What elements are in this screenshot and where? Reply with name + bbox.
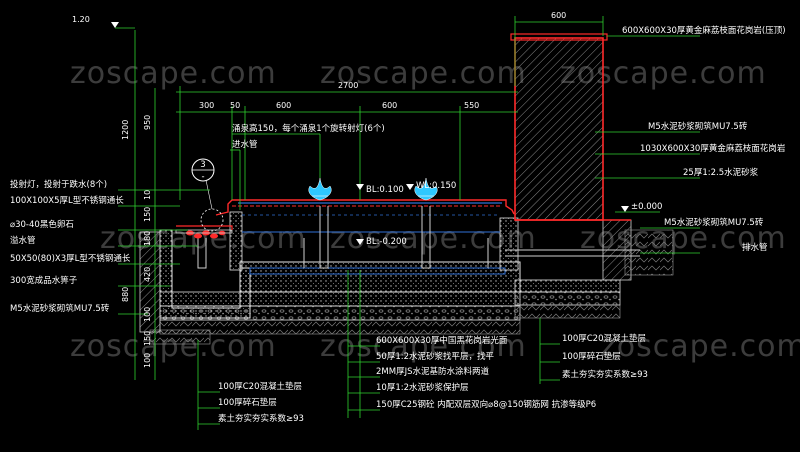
label-bottom: 2MM厚JS水泥基防水涂料两道 [376, 366, 489, 377]
label-fountain: 涌泉高150，每个涌泉1个旋转射灯(6个) [232, 123, 385, 134]
label-left: 溢水管 [10, 235, 36, 246]
vdim: 1200 [121, 120, 130, 140]
top-labels: 涌泉高150，每个涌泉1个旋转射灯(6个) 进水管 [232, 123, 385, 150]
watermark: zoscape.com [320, 329, 527, 364]
vdim: 950 [143, 115, 152, 130]
watermark: zoscape.com [70, 56, 277, 91]
label-left: 投射灯，投射于跌水(8个) [10, 179, 107, 190]
left-labels: 投射灯，投射于跌水(8个) 100X100X5厚L型不锈钢通长 ⌀30-40黑色… [10, 179, 131, 314]
dim-seg-4: 600 [382, 101, 397, 110]
label-bottom-right: 素土夯实夯实系数≥93 [562, 369, 648, 380]
vdim: 180 [143, 231, 152, 246]
dim-total: 2700 [338, 81, 358, 90]
label-left: 50X50(80)X3厚L型不锈钢通长 [10, 253, 131, 264]
label-inlet-pipe: 进水管 [232, 139, 258, 150]
label-left: M5水泥砂浆砌筑MU7.5砖 [10, 303, 110, 314]
section-mark: 3 - [191, 158, 224, 232]
watermark: zoscape.com [320, 56, 527, 91]
dim-top-left: 1.20 [72, 15, 90, 24]
watermark-group: zoscape.com zoscape.com zoscape.com zosc… [70, 56, 800, 364]
label-right: 600X600X30厚黄金麻荔枝面花岗岩(压顶) [622, 25, 786, 36]
basin-liner [215, 199, 515, 233]
watermark: zoscape.com [100, 221, 307, 256]
dim-top-right: 600 [551, 11, 566, 20]
dimension-lines [115, 16, 700, 430]
label-bottom-right: 100厚碎石垫层 [562, 351, 621, 362]
right-labels: 600X600X30厚黄金麻荔枝面花岗岩(压顶) M5水泥砂浆砌筑MU7.5砖 … [622, 25, 786, 253]
fountain-jets [308, 177, 438, 201]
dim-seg-5: 550 [464, 101, 479, 110]
level-ticks [111, 22, 629, 245]
label-right: M5水泥砂浆砌筑MU7.5砖 [664, 217, 764, 228]
vdim: 10 [143, 190, 152, 200]
label-right: 排水管 [742, 242, 768, 253]
vdim: 100 [143, 307, 152, 322]
watermark: zoscape.com [600, 329, 800, 364]
level-labels: BL:0.100 WL:0.150 BL:-0.200 ±0.000 [366, 181, 662, 247]
label-bottom: 50厚1:2水泥砂浆找平层，找平 [376, 351, 494, 362]
dim-seg-2: 50 [230, 101, 240, 110]
fountain-icon-left [308, 177, 332, 201]
bottom-right-labels: 100厚C20混凝土垫层 100厚碎石垫层 素土夯实夯实系数≥93 [562, 333, 648, 380]
label-right: 25厚1:2.5水泥砂浆 [683, 167, 759, 178]
section-mark-number: 3 [200, 160, 205, 170]
bottom-center-labels: 600X600X30厚中国黑花岗岩光面 50厚1:2水泥砂浆找平层，找平 2MM… [376, 335, 596, 410]
vdim: 420 [143, 267, 152, 282]
vdim: 100 [143, 353, 152, 368]
label-bottom: 150厚C25钢砼 内配双层双向⌀8@150钢筋网 抗渗等级P6 [376, 399, 596, 410]
fountain-icon-right [414, 177, 438, 201]
concrete-pool-shell [139, 211, 521, 333]
label-right: M5水泥砂浆砌筑MU7.5砖 [648, 121, 748, 132]
vdim: 880 [121, 287, 130, 302]
vdim: 150 [143, 331, 152, 346]
label-left: 300宽成品水箅子 [10, 275, 78, 286]
label-bottom-left: 100厚C20混凝土垫层 [218, 381, 302, 392]
vertical-dimensions: 1200 950 10 150 180 420 880 100 150 100 [121, 115, 152, 368]
label-right: 1030X600X30厚黄金麻荔枝面花岗岩 [640, 143, 786, 154]
label-bottom-left: 素土夯实夯实系数≥93 [218, 413, 304, 424]
vdim: 150 [143, 207, 152, 222]
label-left: ⌀30-40黑色卵石 [10, 219, 74, 230]
bottom-left-labels: 100厚C20混凝土垫层 100厚碎石垫层 素土夯实夯实系数≥93 [218, 381, 304, 424]
level-pool-right: WL:0.150 [416, 181, 456, 191]
pipes [197, 206, 640, 269]
dim-seg-3: 600 [276, 101, 291, 110]
level-pool-left: BL:0.100 [366, 185, 404, 195]
pebbles [175, 225, 233, 239]
level-bottom: BL:-0.200 [366, 237, 407, 247]
label-bottom: 600X600X30厚中国黑花岗岩光面 [376, 335, 508, 346]
label-bottom-right: 100厚C20混凝土垫层 [562, 333, 646, 344]
label-bottom: 10厚1:2水泥砂浆保护层 [376, 382, 469, 393]
level-ground: ±0.000 [631, 202, 662, 212]
label-left: 100X100X5厚L型不锈钢通长 [10, 195, 124, 206]
dim-seg-1: 300 [199, 101, 214, 110]
section-mark-sub: - [201, 172, 204, 182]
label-bottom-left: 100厚碎石垫层 [218, 397, 277, 408]
dimension-text: 1.20 600 2700 300 50 600 600 550 [72, 11, 566, 110]
right-wall [510, 33, 674, 281]
